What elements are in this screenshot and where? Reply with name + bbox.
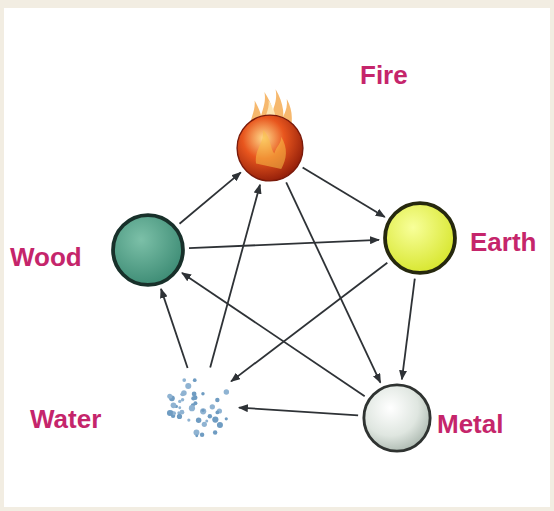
fire-circle xyxy=(237,115,303,181)
water-element: Water xyxy=(164,369,236,441)
water-drop xyxy=(167,410,173,416)
water-drop xyxy=(196,418,201,423)
panel-ground xyxy=(4,8,550,507)
water-drop xyxy=(187,418,190,421)
water-drop xyxy=(182,378,186,382)
earth-element: Earth xyxy=(382,200,458,276)
cycle-arrow xyxy=(210,185,260,368)
element-label: Water xyxy=(30,405,101,434)
water-drop xyxy=(215,398,219,402)
element-symbol xyxy=(235,113,305,183)
water-drop xyxy=(201,409,204,412)
water-drop xyxy=(205,420,208,423)
element-symbol xyxy=(164,369,236,441)
cycle-arrow xyxy=(180,172,241,223)
water-drop xyxy=(195,434,198,437)
wood-circle xyxy=(113,215,183,285)
water-drop xyxy=(178,406,181,409)
water-drop xyxy=(180,410,185,415)
water-drop xyxy=(167,394,172,399)
water-drop xyxy=(193,378,197,382)
element-label: Fire xyxy=(360,61,408,90)
element-symbol xyxy=(361,382,433,454)
element-label: Metal xyxy=(437,410,503,439)
water-drop xyxy=(177,414,182,419)
cycle-arrow xyxy=(402,279,415,380)
water-drop xyxy=(181,390,186,395)
metal-circle xyxy=(364,385,430,451)
flame-inner xyxy=(256,130,286,169)
wood-element: Wood xyxy=(110,212,186,288)
element-symbol xyxy=(382,200,458,276)
water-drop xyxy=(201,392,204,395)
water-drop xyxy=(210,404,215,409)
water-drop xyxy=(208,414,212,418)
water-drop xyxy=(217,422,223,428)
water-drop xyxy=(212,416,218,422)
cycle-arrow xyxy=(239,408,358,416)
earth-circle xyxy=(385,203,455,273)
water-drop xyxy=(200,433,204,437)
water-drop xyxy=(191,396,195,400)
fire-element: Fire xyxy=(235,113,305,183)
water-drop xyxy=(215,411,219,415)
water-drop xyxy=(224,389,229,394)
metal-element: Metal xyxy=(361,382,433,454)
water-drop xyxy=(192,392,197,397)
water-ground xyxy=(165,370,234,439)
water-drop xyxy=(189,405,195,411)
cycle-arrow xyxy=(303,168,385,217)
cycle-arrow xyxy=(189,240,379,248)
element-symbol xyxy=(110,212,186,288)
water-drop xyxy=(180,393,183,396)
water-drop xyxy=(213,430,217,434)
water-drop xyxy=(202,422,207,427)
water-drop xyxy=(200,408,206,414)
water-drop xyxy=(178,400,181,403)
cycle-arrow xyxy=(161,289,188,368)
water-drop xyxy=(185,383,191,389)
water-drop xyxy=(225,417,228,420)
water-drop xyxy=(181,398,184,401)
element-label: Earth xyxy=(470,228,536,257)
element-label: Wood xyxy=(10,243,82,272)
water-drop xyxy=(171,403,177,409)
